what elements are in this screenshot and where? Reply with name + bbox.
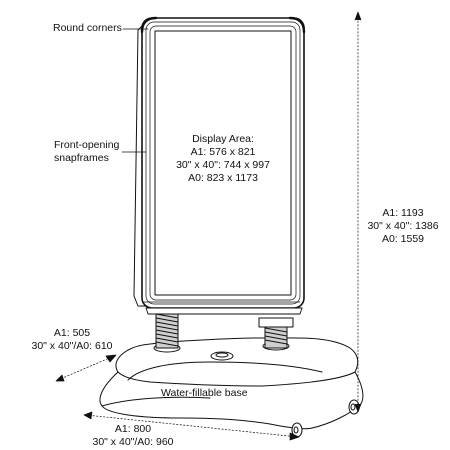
leader-lines — [121, 28, 149, 153]
width-30x40-a0: 30" x 40"/A0: 960 — [92, 436, 174, 448]
right-spring — [258, 317, 294, 351]
snapframes-line-1: Front-opening — [54, 139, 120, 151]
display-area-a0: A0: 823 x 1173 — [188, 172, 258, 184]
dimension-lines — [55, 11, 362, 441]
height-a0: A0: 1559 — [381, 233, 425, 245]
depth-a1: A1: 505 — [53, 327, 91, 339]
display-area-a1: A1: 576 x 821 — [190, 146, 256, 158]
snap-frame — [133, 16, 306, 315]
display-panel — [154, 30, 292, 296]
width-a1: A1: 800 — [114, 423, 152, 435]
round-corners-label: Round corners — [53, 22, 122, 34]
display-area-30x40: 30" x 40": 744 x 997 — [176, 159, 270, 171]
snapframes-label: Front-opening snapframes — [54, 139, 119, 165]
display-area-title: Display Area: — [192, 133, 254, 145]
depth-label: A1: 505 30" x 40"/A0: 610 — [22, 327, 122, 353]
height-label: A1: 1193 30" x 40": 1386 A0: 1559 — [360, 207, 446, 246]
display-area-label: Display Area: A1: 576 x 821 30" x 40": 7… — [160, 133, 286, 185]
depth-30x40-a0: 30" x 40"/A0: 610 — [31, 340, 113, 352]
snapframes-line-2: snapframes — [54, 152, 109, 164]
width-label: A1: 800 30" x 40"/A0: 960 — [78, 423, 188, 449]
height-a1: A1: 1193 — [382, 207, 424, 219]
height-30x40: 30" x 40": 1386 — [367, 220, 439, 232]
base-label: Water-fillable base — [161, 387, 248, 399]
